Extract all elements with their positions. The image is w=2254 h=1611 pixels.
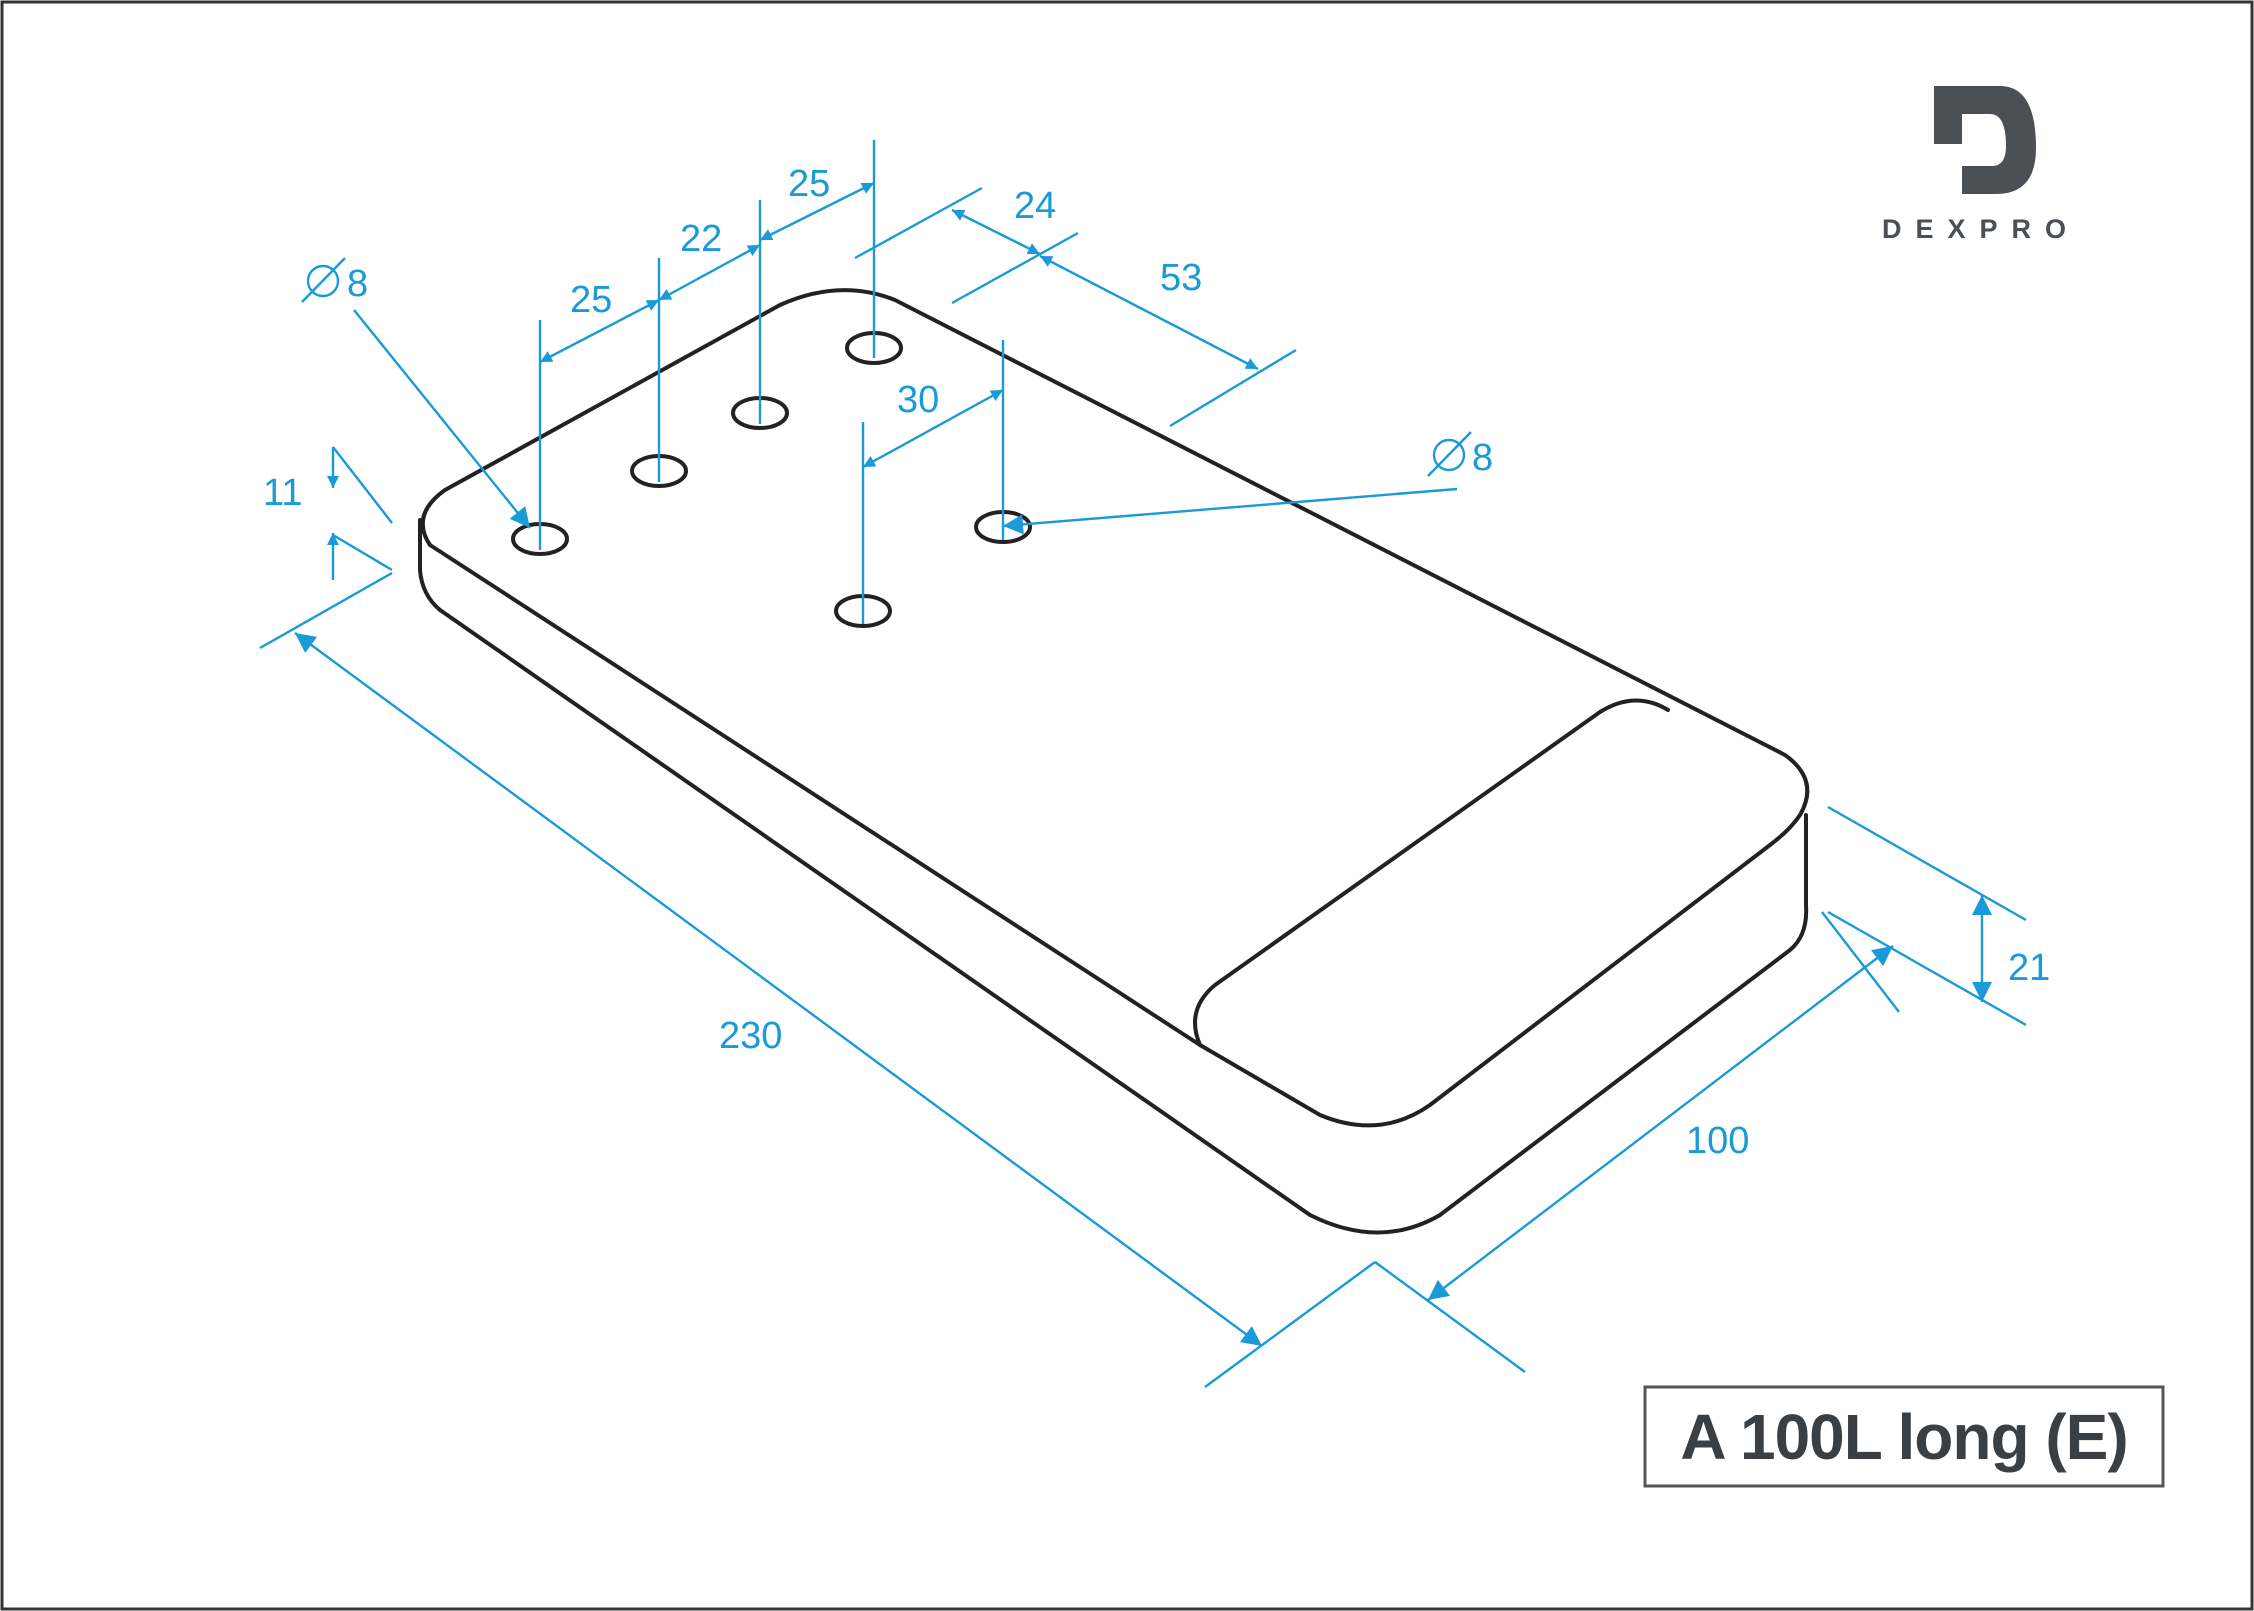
spacing-22-label: 22 xyxy=(680,218,722,260)
dimension-lines xyxy=(259,140,2027,1388)
spacing-25-right-label: 25 xyxy=(788,163,830,205)
logo-brand-text: DEXPRO xyxy=(1882,214,2080,244)
dimension-labels: 8 8 25 22 25 24 53 30 11 230 100 21 xyxy=(263,163,2050,1162)
offset-53-label: 53 xyxy=(1160,257,1202,299)
title-block: A 100L long (E) xyxy=(1643,1385,2165,1488)
plate-outline xyxy=(418,288,1810,1235)
title-box xyxy=(1643,1385,2165,1488)
length-230-label: 230 xyxy=(719,1015,782,1057)
offset-24-label: 24 xyxy=(1014,185,1056,227)
logo-mark-icon xyxy=(1934,86,2036,194)
dexpro-logo: DEXPRO xyxy=(1882,86,2080,244)
spacing-25-left-label: 25 xyxy=(570,279,612,321)
width-100-label: 100 xyxy=(1686,1120,1749,1162)
height-21-label: 21 xyxy=(2008,947,2050,989)
hole-diameter-right-label: 8 xyxy=(1472,437,1493,479)
title-text: A 100L long (E) xyxy=(1680,1401,2127,1473)
thickness-11-label: 11 xyxy=(263,472,302,514)
offset-30-label: 30 xyxy=(897,379,939,421)
hole-diameter-left-label: 8 xyxy=(347,263,368,305)
holes xyxy=(511,331,1032,628)
